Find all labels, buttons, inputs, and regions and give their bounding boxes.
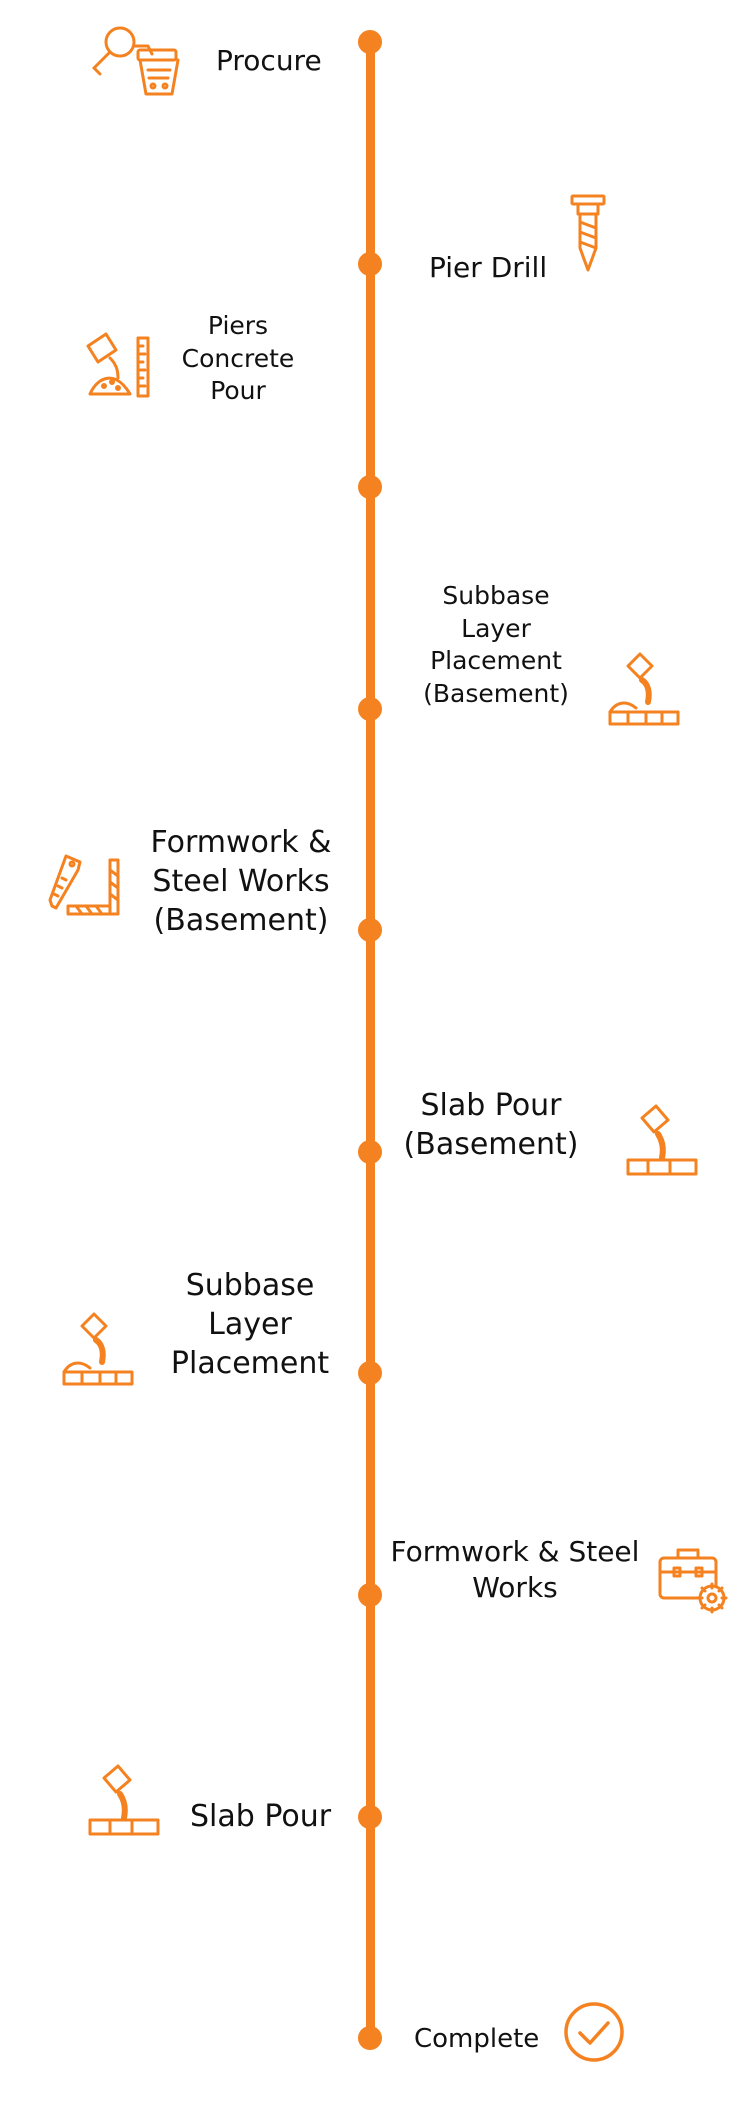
milestone-label-piers-concrete-pour: Piers Concrete Pour [181, 311, 295, 405]
procurement-search-basket-icon [86, 24, 190, 102]
timeline-node-slab-pour [358, 1805, 382, 1829]
timeline-node-complete [358, 2026, 382, 2050]
milestone-label-subbase-basement: Subbase Layer Placement (Basement) [423, 581, 569, 708]
milestone-label-formwork-basement: Formwork & Steel Works (Basement) [150, 825, 332, 938]
timeline-node-procure [358, 30, 382, 54]
milestone-label-complete: Complete [414, 2024, 540, 2054]
subbase-placement-icon [606, 650, 682, 726]
timeline-node-pier-drill [358, 252, 382, 276]
timeline-node-slab-pour-basement [358, 1140, 382, 1164]
subbase-placement-icon [60, 1310, 136, 1386]
timeline-line [366, 42, 375, 2040]
milestone-label-slab-pour-basement: Slab Pour (Basement) [403, 1088, 579, 1162]
saw-square-icon [48, 852, 122, 918]
timeline-node-formwork-basement [358, 918, 382, 942]
pier-drill-bit-icon [568, 192, 608, 276]
concrete-pour-ruler-icon [82, 330, 162, 404]
timeline-node-formwork [358, 1583, 382, 1607]
check-circle-icon [562, 2000, 626, 2064]
slab-pour-icon [624, 1104, 698, 1176]
milestone-label-procure: Procure [216, 44, 322, 77]
toolbox-gear-icon [656, 1546, 728, 1612]
milestone-label-pier-drill: Pier Drill [429, 251, 548, 284]
slab-pour-icon [86, 1764, 160, 1836]
milestone-label-formwork: Formwork & Steel Works [390, 1535, 640, 1605]
timeline-node-subbase-basement [358, 697, 382, 721]
milestone-label-subbase: Subbase Layer Placement [170, 1268, 330, 1381]
timeline-node-subbase [358, 1361, 382, 1385]
timeline-node-piers-concrete-pour [358, 475, 382, 499]
milestone-label-slab-pour: Slab Pour [190, 1799, 332, 1834]
